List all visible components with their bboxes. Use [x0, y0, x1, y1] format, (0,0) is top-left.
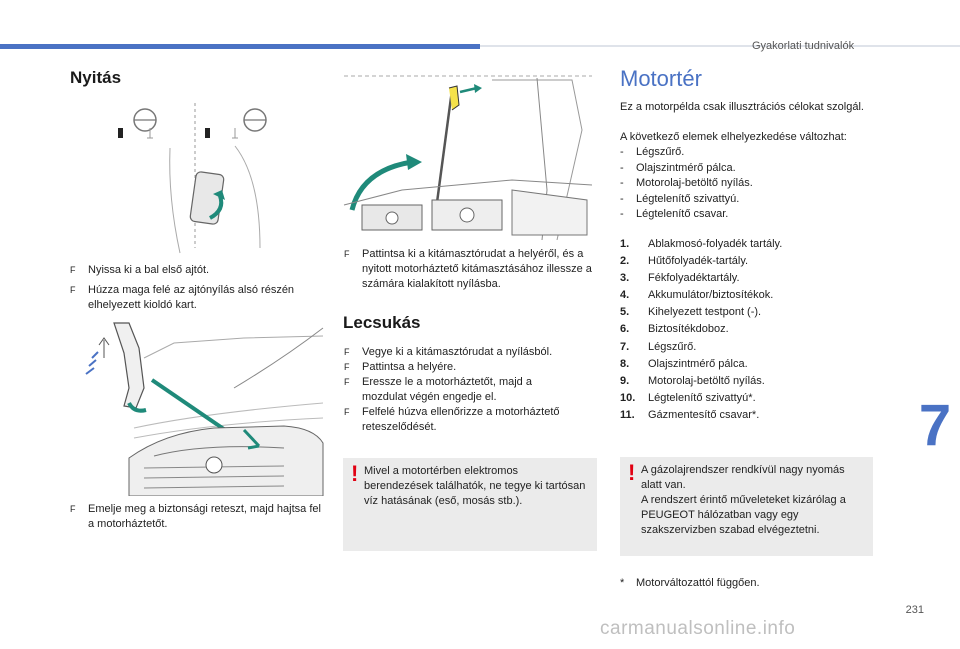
engine-part-item: 2.Hűtőfolyadék-tartály.	[620, 255, 749, 268]
variable-item: -Légtelenítő csavar.	[620, 208, 729, 220]
motorter-heading: Motortér	[620, 66, 702, 91]
bullet-icon: F	[70, 265, 76, 275]
engine-part-item: 10.Légtelenítő szivattyú*.	[620, 391, 756, 404]
door-release-illustration	[110, 98, 310, 256]
header-accent-bar	[0, 44, 480, 49]
variable-item: -Olajszintmérő pálca.	[620, 161, 736, 174]
watermark: carmanualsonline.info	[600, 618, 796, 639]
pressure-warning-box: ! A gázolajrendszer rendkívül nagy nyomá…	[620, 457, 873, 556]
water-warning-text: Mivel a motortérben elektromos berendezé…	[364, 465, 586, 507]
pressure-warning-text: A gázolajrendszer rendkívül nagy nyomás …	[641, 464, 846, 536]
engine-part-item: 6.Biztosítékdoboz.	[620, 323, 729, 336]
nyitas-step-2: F Húzza maga felé az ajtónyílás alsó rés…	[70, 284, 295, 311]
bullet-icon: F	[344, 407, 350, 417]
engine-parts-list: 1.Ablakmosó-folyadék tartály. 2.Hűtőfoly…	[620, 236, 880, 424]
bullet-icon: F	[344, 362, 350, 372]
motorter-intro-1: Ez a motorpélda csak illusztrációs célok…	[620, 101, 864, 113]
nyitas-step-3: F Emelje meg a biztonsági reteszt, majd …	[70, 503, 321, 530]
warning-icon: !	[628, 460, 636, 485]
motorter-intro-2: A következő elemek elhelyezkedése változ…	[620, 131, 847, 143]
chapter-number: 7	[918, 393, 952, 458]
warning-icon: !	[351, 461, 359, 486]
header-rule	[480, 45, 960, 47]
bullet-icon: F	[70, 285, 76, 295]
lecsukas-step-2: F Pattintsa a helyére.	[344, 361, 457, 373]
hood-latch-illustration	[84, 318, 324, 496]
variable-item: -Légszűrő.	[620, 146, 685, 158]
nyitas-heading: Nyitás	[70, 68, 122, 87]
engine-part-item: 5.Kihelyezett testpont (-).	[620, 306, 762, 319]
water-warning-box: ! Mivel a motortérben elektromos berende…	[343, 458, 597, 551]
bullet-icon: F	[344, 347, 350, 357]
engine-part-item: 7.Légszűrő.	[620, 340, 697, 353]
lecsukas-step-1: F Vegye ki a kitámasztórudat a nyílásból…	[344, 346, 553, 358]
bullet-icon: F	[344, 249, 350, 259]
variable-item: -Motorolaj-betöltő nyílás.	[620, 177, 753, 189]
engine-part-item: 1.Ablakmosó-folyadék tartály.	[620, 238, 783, 250]
lecsukas-step-3: F Eressze le a motorháztetőt, majd a moz…	[344, 376, 532, 403]
lecsukas-heading: Lecsukás	[343, 313, 421, 332]
variable-item: -Légtelenítő szivattyú.	[620, 192, 740, 205]
engine-part-item: 9.Motorolaj-betöltő nyílás.	[620, 374, 765, 387]
bullet-icon: F	[344, 377, 350, 387]
lecsukas-step-4: F Felfelé húzva ellenőrizze a motorházte…	[344, 406, 560, 433]
nyitas-step-1: F Nyissa ki a bal első ajtót.	[70, 264, 210, 276]
bullet-icon: F	[70, 504, 76, 514]
prop-rod-illustration	[342, 70, 594, 240]
engine-part-item: 11.Gázmentesítő csavar*.	[620, 408, 760, 421]
engine-part-item: 8.Olajszintmérő pálca.	[620, 357, 748, 370]
engine-part-item: 4.Akkumulátor/biztosítékok.	[620, 289, 774, 302]
variable-items-list: -Légszűrő. -Olajszintmérő pálca. -Motoro…	[620, 145, 880, 223]
nyitas-step-4: F Pattintsa ki a kitámasztórudat a helyé…	[344, 248, 592, 290]
page-number: 231	[905, 604, 924, 616]
section-title: Gyakorlati tudnivalók	[752, 40, 855, 52]
footnote: * Motorváltozattól függően.	[620, 577, 760, 589]
engine-part-item: 3.Fékfolyadéktartály.	[620, 272, 740, 285]
